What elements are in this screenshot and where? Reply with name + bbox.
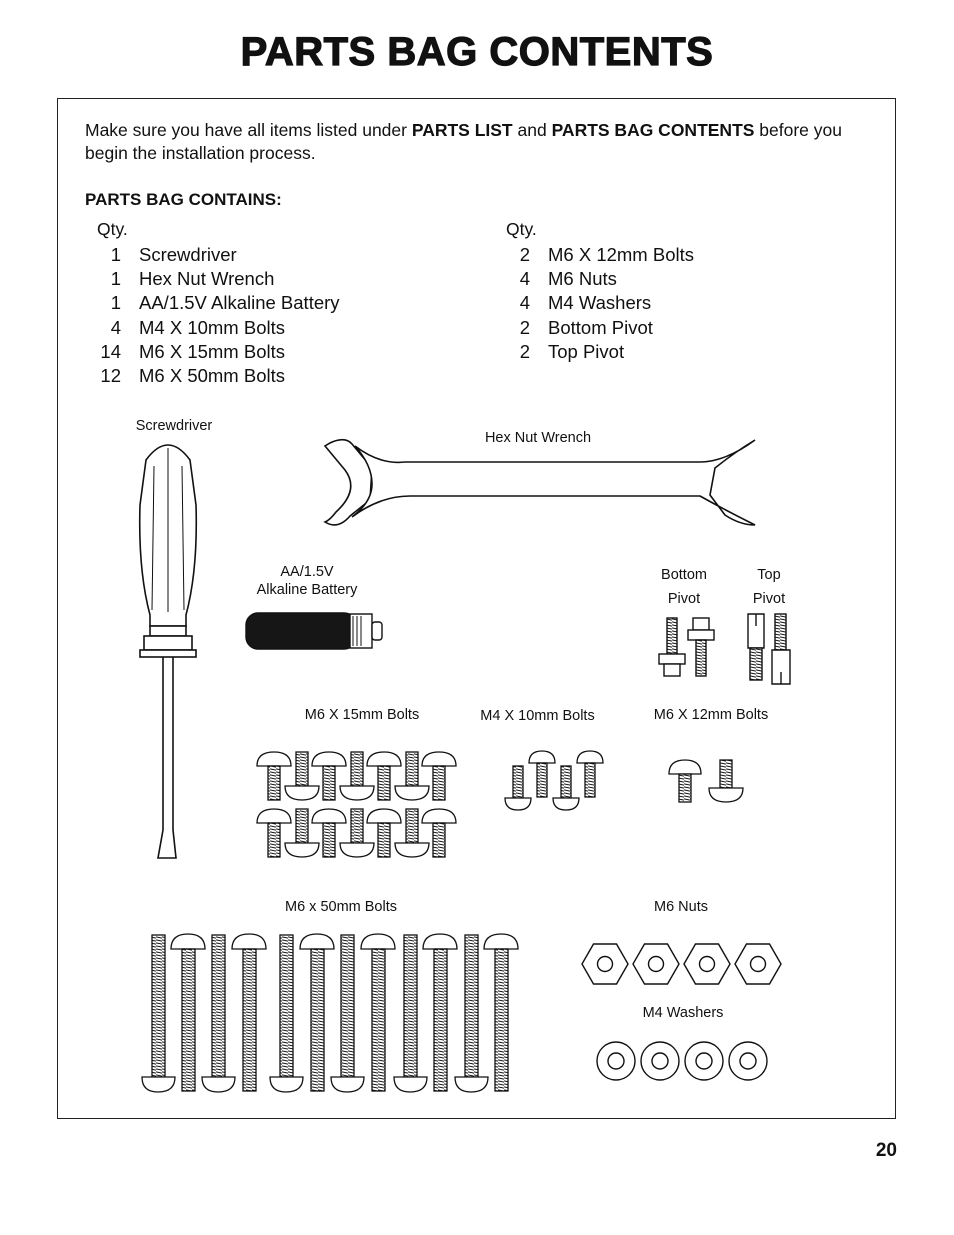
caption-m4x10: M4 X 10mm Bolts — [480, 708, 595, 724]
item-name: M6 X 15mm Bolts — [139, 340, 285, 362]
m4-washers-illustration — [596, 1041, 768, 1081]
item-name: AA/1.5V Alkaline Battery — [139, 292, 340, 314]
item-name: Bottom Pivot — [548, 316, 653, 338]
list-item: 4 M6 Nuts — [506, 267, 694, 291]
item-qty: 12 — [100, 365, 121, 387]
item-name: M6 X 12mm Bolts — [548, 244, 694, 265]
item-name: M6 X 50mm Bolts — [139, 365, 285, 387]
list-item: 2 Bottom Pivot — [506, 316, 694, 340]
item-qty: 14 — [100, 340, 121, 362]
intro-bold-parts-bag: PARTS BAG CONTENTS — [551, 120, 755, 140]
item-name: Screwdriver — [139, 244, 237, 265]
item-qty: 4 — [519, 268, 530, 290]
m6x50-bolts-illustration — [141, 933, 519, 1093]
list-item: 2 Top Pivot — [506, 340, 694, 364]
top-pivot-illustration — [747, 613, 791, 685]
m4x10-bolts-illustration — [504, 750, 604, 811]
item-qty: 1 — [110, 244, 121, 265]
list-item: 1 Hex Nut Wrench — [97, 267, 340, 291]
item-name: M6 Nuts — [548, 268, 617, 290]
caption-m6-nuts: M6 Nuts — [654, 899, 708, 915]
caption-m6x12: M6 X 12mm Bolts — [653, 707, 769, 723]
caption-bottom-pivot-line2: Pivot — [667, 591, 701, 607]
item-qty: 1 — [110, 268, 121, 290]
intro-paragraph: Make sure you have all items listed unde… — [85, 119, 875, 165]
qty-header-right: Qty. — [506, 219, 537, 239]
caption-bottom-pivot-line1: Bottom — [661, 567, 707, 583]
m6-nuts-illustration — [581, 943, 782, 985]
section-heading: PARTS BAG CONTAINS: — [85, 190, 282, 209]
parts-frame — [57, 98, 896, 1119]
screwdriver-illustration — [138, 444, 198, 859]
intro-text-1: Make sure you have all items listed unde… — [85, 120, 412, 140]
battery-illustration — [245, 612, 383, 650]
caption-m4-washers: M4 Washers — [642, 1005, 724, 1021]
item-qty: 4 — [519, 292, 530, 314]
list-item: 14 M6 X 15mm Bolts — [97, 340, 340, 364]
intro-text-3: before you begin the installation proces… — [85, 120, 842, 163]
caption-battery: AA/1.5V Alkaline Battery — [237, 563, 377, 599]
list-item: 4 M4 Washers — [506, 291, 694, 315]
item-qty: 4 — [110, 316, 121, 338]
caption-wrench: Hex Nut Wrench — [484, 430, 592, 446]
intro-text-2: and — [512, 120, 552, 140]
bottom-pivot-illustration — [658, 617, 715, 677]
item-qty: 2 — [519, 316, 530, 338]
caption-battery-line2: Alkaline Battery — [256, 582, 358, 598]
item-qty: 2 — [519, 244, 530, 265]
caption-m6x50: M6 x 50mm Bolts — [285, 899, 397, 915]
item-qty: 2 — [519, 340, 530, 362]
qty-header-left: Qty. — [97, 219, 128, 239]
wrench-illustration — [323, 438, 756, 526]
m6x15-bolts-illustration — [256, 751, 457, 858]
caption-m6x15: M6 X 15mm Bolts — [304, 707, 420, 723]
list-item: 1 AA/1.5V Alkaline Battery — [97, 291, 340, 315]
item-name: Hex Nut Wrench — [139, 268, 275, 290]
page-title: PARTS BAG CONTENTS — [240, 29, 714, 74]
item-qty: 1 — [110, 292, 121, 314]
list-item: 1 Screwdriver — [97, 243, 340, 267]
item-name: M4 X 10mm Bolts — [139, 316, 285, 338]
caption-screwdriver: Screwdriver — [135, 418, 213, 434]
list-item: 4 M4 X 10mm Bolts — [97, 316, 340, 340]
m6x12-bolts-illustration — [668, 759, 744, 803]
intro-bold-parts-list: PARTS LIST — [411, 120, 513, 140]
item-name: M4 Washers — [548, 292, 652, 314]
caption-battery-line1: AA/1.5V — [280, 564, 334, 580]
list-item: 2 M6 X 12mm Bolts — [506, 243, 694, 267]
caption-top-pivot-line1: Top — [757, 567, 781, 583]
item-name: Top Pivot — [548, 340, 625, 362]
page-number: 20 — [875, 1140, 897, 1161]
caption-top-pivot-line2: Pivot — [752, 591, 786, 607]
list-item: 12 M6 X 50mm Bolts — [97, 364, 340, 388]
